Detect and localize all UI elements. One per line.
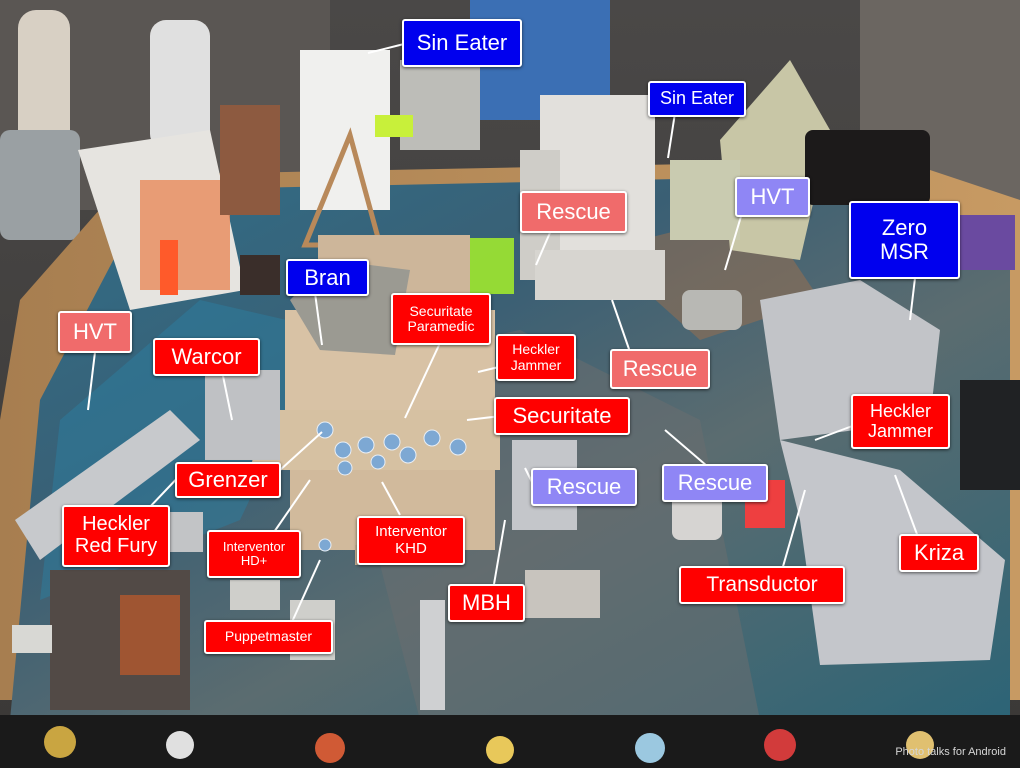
badge: [166, 731, 194, 759]
rusty-machine-copper: [120, 595, 180, 675]
badge: [635, 733, 665, 763]
miniatures: [316, 421, 467, 552]
label-securitate: Securitate: [494, 397, 630, 435]
mdf-floor: [250, 410, 500, 470]
walkway-left: [15, 410, 200, 560]
label-hvt-left: HVT: [58, 311, 132, 353]
van: [672, 490, 722, 540]
building-right-lower: [780, 440, 1005, 665]
label-rescue-lower-center: Rescue: [531, 468, 637, 506]
building-top-center-base: [535, 250, 665, 300]
label-rescue-lower-right: Rescue: [662, 464, 768, 502]
label-transductor: Transductor: [679, 566, 845, 604]
tablet-right: [960, 380, 1020, 490]
label-rescue-mid: Rescue: [610, 349, 710, 389]
label-bran: Bran: [286, 259, 369, 296]
badge: [44, 726, 76, 758]
label-heckler-jammer-right: Heckler Jammer: [851, 394, 950, 449]
building-left-stripe: [140, 180, 230, 290]
crate-stack: [230, 580, 280, 610]
fence-bottom: [420, 600, 445, 710]
badge: [486, 736, 514, 764]
black-case: [805, 130, 930, 205]
badge: [315, 733, 345, 763]
car-top: [682, 290, 742, 330]
badge: [764, 729, 796, 761]
label-grenzer: Grenzer: [175, 462, 281, 498]
label-heckler-red-fury: Heckler Red Fury: [62, 505, 170, 567]
label-puppetmaster: Puppetmaster: [204, 620, 333, 654]
building-left-sign: [160, 240, 178, 295]
skateboard-2: [150, 20, 210, 150]
truck: [525, 570, 600, 618]
badge: [906, 731, 934, 759]
plastic-bin: [400, 60, 480, 150]
label-kriza: Kriza: [899, 534, 979, 572]
bucket: [0, 130, 80, 240]
label-securitate-paramedic: Securitate Paramedic: [391, 293, 491, 345]
skateboard: [18, 10, 70, 160]
side-box: [960, 215, 1015, 270]
label-mbh: MBH: [448, 584, 525, 622]
label-hvt-right: HVT: [735, 177, 810, 217]
tower-brown: [220, 105, 280, 215]
label-interventor-hd-plus: Interventor HD+: [207, 530, 301, 578]
white-crates: [12, 625, 52, 653]
label-zero-msr: Zero MSR: [849, 201, 960, 279]
watermark: Photo talks for Android: [895, 746, 1006, 758]
platform-left: [205, 370, 280, 460]
small-crate: [240, 255, 280, 295]
khaki-block: [670, 160, 740, 240]
label-interventor-khd: Interventor KHD: [357, 516, 465, 565]
yellow-sign: [375, 115, 413, 137]
label-warcor: Warcor: [153, 338, 260, 376]
label-heckler-jammer-center: Heckler Jammer: [496, 334, 576, 381]
label-sin-eater-top: Sin Eater: [402, 19, 522, 67]
label-sin-eater-right: Sin Eater: [648, 81, 746, 117]
label-rescue-top: Rescue: [520, 191, 627, 233]
